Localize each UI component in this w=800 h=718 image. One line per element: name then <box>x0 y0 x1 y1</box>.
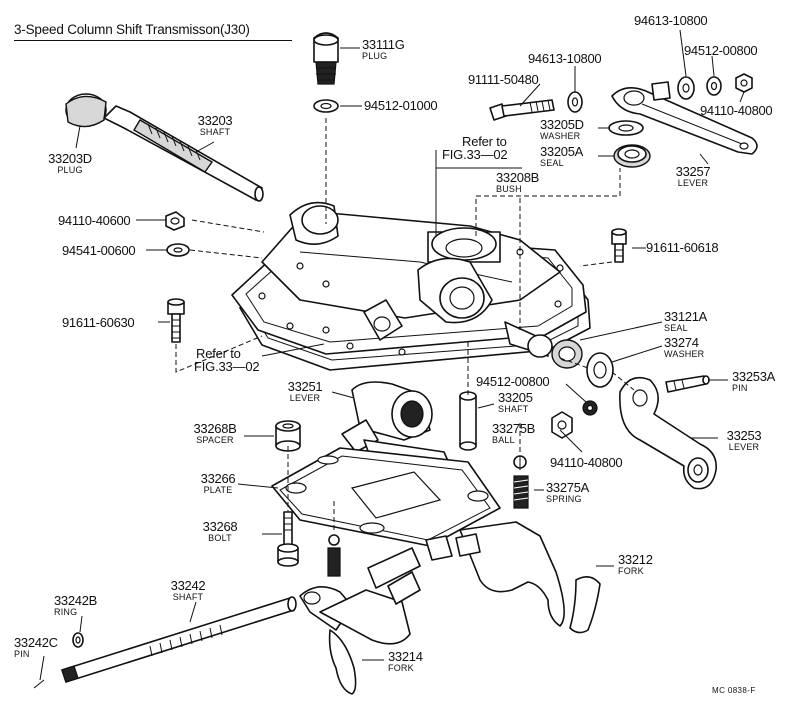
fork-33212 <box>425 521 601 634</box>
spring-small <box>327 534 341 577</box>
label-94512-00800-b: 94512-00800 <box>476 374 550 389</box>
cover-shaft-stub <box>504 321 583 369</box>
label-94541-00600: 94541-00600 <box>62 243 136 258</box>
label-94110-40800-a: 94110-40800 <box>700 103 773 118</box>
lever-33257 <box>611 81 758 155</box>
leader-lines <box>39 29 745 681</box>
shaft-33242 <box>61 596 297 683</box>
label-94613-10800-b: 94613-10800 <box>634 13 708 28</box>
label-94613-10800-a: 94613-10800 <box>528 51 602 66</box>
plate-33266 <box>271 447 501 547</box>
washer-94512-00800-b <box>582 400 598 416</box>
washer-94512-00800-a <box>706 76 722 96</box>
label-94512-00800-a: 94512-00800 <box>684 43 758 58</box>
lever-33253 <box>619 376 717 490</box>
ring-33242B <box>72 632 84 648</box>
shaft-33203 <box>103 105 264 202</box>
bolt-91611-60618 <box>611 228 627 263</box>
seal-33205A <box>613 144 651 168</box>
label-94110-40800-b: 94110-40800 <box>550 455 623 470</box>
washer-94613-10800-b <box>677 76 695 100</box>
diagram-title: 3-Speed Column Shift Transmisson(J30) <box>14 22 250 37</box>
plug-33111G <box>313 32 339 113</box>
title-underline <box>14 40 292 41</box>
label-94512-01000: 94512-01000 <box>364 98 438 113</box>
drawing-code: MC 0838-F <box>712 686 756 695</box>
label-91611-60618: 91611-60618 <box>646 240 719 255</box>
label-91611-60630: 91611-60630 <box>62 315 135 330</box>
nut-94110-40600 <box>165 211 185 231</box>
nut-94110-40800-b <box>551 411 573 439</box>
nut-94110-40800-a <box>735 73 753 93</box>
fork-33214 <box>299 547 421 695</box>
bolt-33268 <box>277 511 299 567</box>
shaft-33205 <box>459 391 477 451</box>
pin-33253A <box>665 375 710 393</box>
label-94110-40600: 94110-40600 <box>58 213 131 228</box>
washer-94613-10800-a <box>567 91 583 113</box>
plug-33203D <box>65 93 107 128</box>
spring-33275A <box>513 475 529 509</box>
spacer-33268B <box>275 420 301 452</box>
assembly-lines <box>175 118 635 530</box>
transmission-cover <box>231 201 587 356</box>
bolt-91611-60630 <box>167 298 185 343</box>
pin-33242C <box>33 679 45 689</box>
bolt-91111-50480 <box>489 99 555 121</box>
washer-33205D <box>608 120 644 136</box>
label-91111-50480: 91111-50480 <box>468 72 539 87</box>
washer-94541-00600 <box>166 243 190 257</box>
washer-33274 <box>586 352 614 388</box>
